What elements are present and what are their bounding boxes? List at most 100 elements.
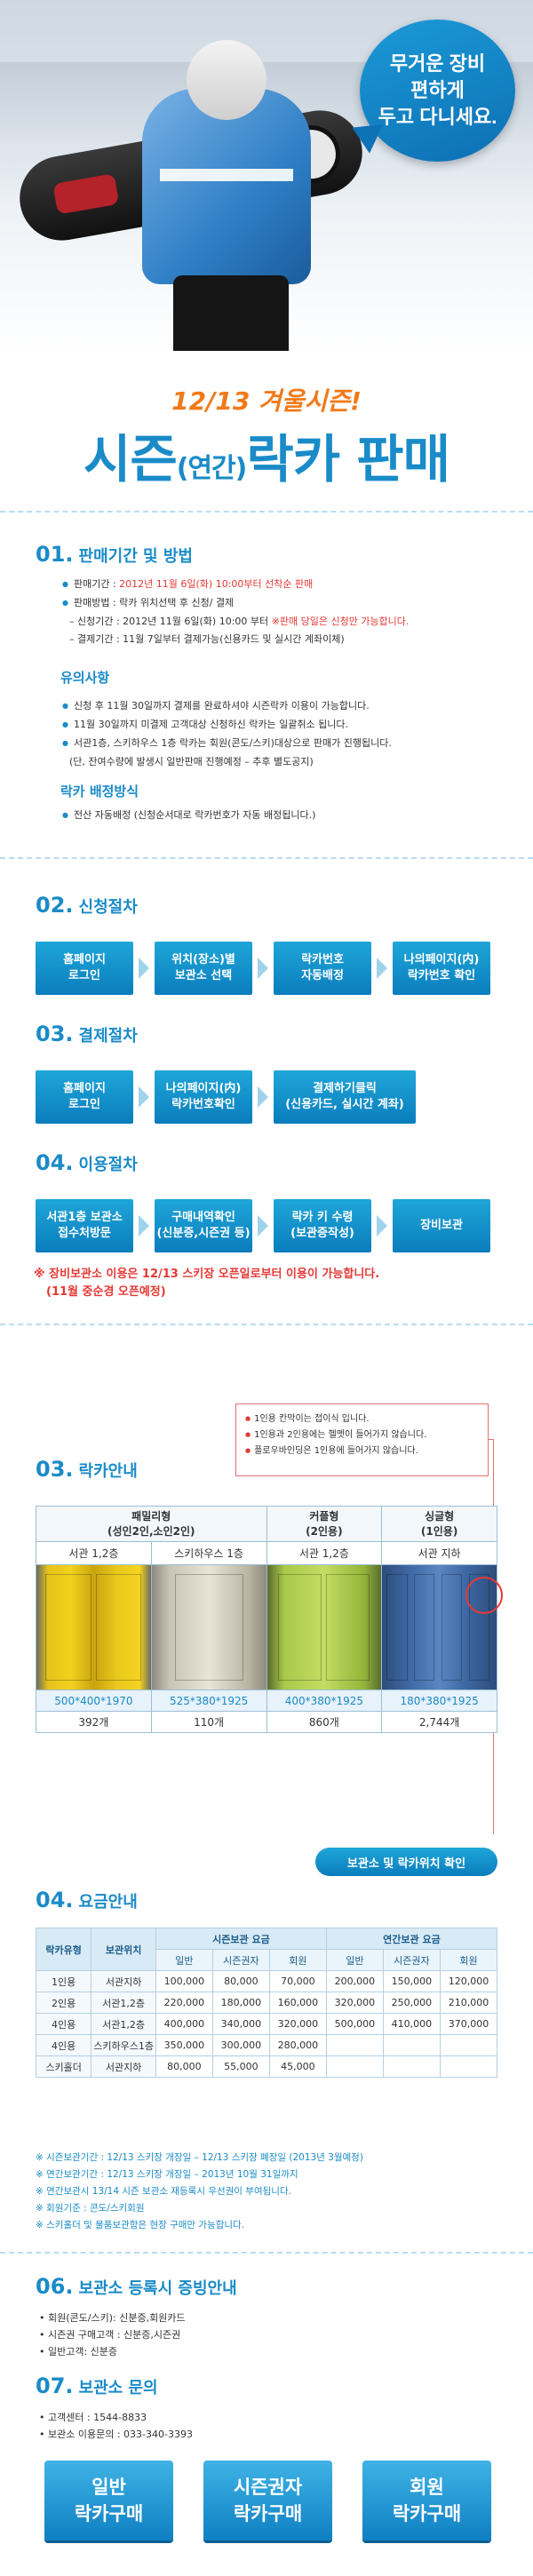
step-check-number: 나의페이지(内)락카번호 확인 — [393, 942, 490, 995]
section-title: 신청절차 — [78, 898, 138, 917]
locker-location-button[interactable]: 보관소 및 락카위치 확인 — [315, 1848, 497, 1876]
section-title: 보관소 문의 — [78, 2379, 158, 2397]
assign-heading: 락카 배정방식 — [60, 783, 139, 799]
divider — [0, 2252, 533, 2254]
notice-list: 신청 후 11월 30일까지 결제를 완료하셔야 시즌락카 이용이 가능합니다.… — [62, 697, 392, 771]
assign-list: 전산 자동배정 (신청순서대로 락카번호가 자동 배정됩니다.) — [62, 807, 315, 825]
dimension-cell: 400*380*1925 — [266, 1690, 383, 1712]
warning-note: ※ 장비보관소 이용은 12/13 스키장 오픈일로부터 이용이 가능합니다. … — [34, 1268, 380, 1299]
locker-photo-couple — [266, 1564, 383, 1690]
snowboarder-illustration — [124, 18, 329, 351]
section-sales-period: 01.판매기간 및 방법 — [36, 542, 193, 567]
section-inquiry: 07.보관소 문의 — [36, 2373, 158, 2398]
location-cell: 스키하우스 1층 — [150, 1541, 267, 1565]
header-single: 싱글형(1인용) — [381, 1506, 497, 1542]
section-title: 판매기간 및 방법 — [78, 547, 193, 566]
step-pay: 결제하기클릭(신용카드, 실시간 계좌) — [274, 1070, 416, 1124]
step-store-gear: 장비보관 — [393, 1199, 490, 1252]
header-cell: 일반 — [325, 1949, 384, 1971]
divider — [0, 857, 533, 859]
count-cell: 392개 — [36, 1711, 152, 1733]
title-part-small: (연간) — [176, 453, 248, 484]
section-title: 보관소 등록시 증빙안내 — [78, 2279, 237, 2298]
arrow-right-icon — [377, 958, 387, 979]
section-usage-process: 04.이용절차 — [36, 1150, 138, 1175]
section-apply-process: 02.신청절차 — [36, 893, 138, 918]
fee-notes: 시즌보관기간 : 12/13 스키장 개장일 – 12/13 스키장 폐장일 (… — [36, 2150, 363, 2234]
section-payment-process: 03.결제절차 — [36, 1022, 138, 1046]
speech-bubble: 무거운 장비 편하게 두고 다니세요. — [345, 20, 515, 162]
list-item: (단, 잔여수량에 발생시 일반판매 진행예정 – 추후 별도공지) — [69, 756, 314, 767]
list-item: 스키홀더 및 물품보관함은 현장 구매만 가능합니다. — [36, 2217, 363, 2234]
list-item: 1인용과 2인용에는 헬멧이 들어가지 않습니다. — [245, 1427, 479, 1443]
section-fees: 04.요금안내 — [36, 1888, 138, 1912]
bubble-line-1: 무거운 장비 — [389, 52, 486, 75]
list-item: 11월 30일까지 미결제 고객대상 신청하신 락카는 일괄취소 됩니다. — [62, 716, 392, 735]
list-item: 전산 자동배정 (신청순서대로 락카번호가 자동 배정됩니다.) — [62, 807, 315, 825]
location-cell: 서관 1,2층 — [36, 1541, 152, 1565]
step-receive-key: 락카 키 수령(보관증작성) — [274, 1199, 371, 1252]
list-item: 시즌권 구매고객 : 신분증,시즌권 — [39, 2326, 186, 2343]
list-item: 신청 후 11월 30일까지 결제를 완료하셔야 시즌락카 이용이 가능합니다. — [62, 697, 392, 716]
list-item: 판매방법 : 락카 위치선택 후 신청/ 결제 — [62, 594, 409, 613]
title-part-b: 락카 판매 — [246, 429, 450, 489]
count-cell: 2,744개 — [381, 1711, 497, 1733]
location-cell: 서관 지하 — [381, 1541, 497, 1565]
list-item: 판매기간 : 2012년 11월 6일(화) 10:00부터 선착순 판매 — [62, 576, 409, 594]
list-item: 일반고객: 신분증 — [39, 2343, 186, 2360]
fee-table: 락카유형 보관위치 시즌보관 요금 연간보관 요금 일반 시즌권자 회원 일반 … — [35, 1928, 498, 2078]
step-check-number: 나의페이지(内)락카번호확인 — [155, 1070, 252, 1124]
hood — [187, 40, 266, 120]
list-item: 고객센터 : 1544-8833 — [39, 2409, 193, 2426]
list-item: 서관1층, 스키하우스 1층 락카는 회원(콘도/스키)대상으로 판매가 진행됩… — [62, 735, 392, 753]
locker-notes-box: 1인용 칸막이는 접이식 입니다. 1인용과 2인용에는 헬멧이 들어가지 않습… — [235, 1403, 489, 1476]
header-cell: 시즌권자 — [211, 1949, 270, 1971]
section-number: 03. — [36, 1022, 74, 1046]
header-cell: 락카유형 — [35, 1928, 92, 1971]
arrow-right-icon — [377, 1215, 387, 1236]
header-cell: 회원 — [439, 1949, 498, 1971]
header-cell: 시즌권자 — [382, 1949, 441, 1971]
list-item: 1인용 칸막이는 접이식 입니다. — [245, 1411, 479, 1427]
pants — [173, 275, 289, 351]
header-cell: 보관위치 — [91, 1928, 156, 1971]
jacket — [142, 89, 311, 284]
bubble-line-2: 편하게 — [410, 79, 465, 101]
list-item: 시즌보관기간 : 12/13 스키장 개장일 – 12/13 스키장 폐장일 (… — [36, 2150, 363, 2167]
arrow-right-icon — [258, 1215, 268, 1236]
section-title: 락카안내 — [78, 1462, 138, 1481]
header-cell: 시즌보관 요금 — [155, 1928, 327, 1950]
connector-line — [489, 1439, 494, 1440]
divider — [0, 511, 533, 513]
inquiry-list: 고객센터 : 1544-8833 보관소 이용문의 : 033-340-3393 — [39, 2409, 193, 2443]
section-title: 요금안내 — [78, 1893, 138, 1912]
list-item: – 결제기간 : 11월 7일부터 결제가능(신용카드 및 실시간 계좌이체) — [69, 633, 345, 645]
divider — [0, 1324, 533, 1325]
locker-photo-skihouse — [150, 1564, 267, 1690]
section-title: 이용절차 — [78, 1156, 138, 1174]
count-cell: 860개 — [266, 1711, 383, 1733]
page-title: 시즌(연간)락카 판매 — [0, 417, 533, 492]
dimension-cell: 180*380*1925 — [381, 1690, 497, 1712]
notice-heading: 유의사항 — [60, 670, 110, 686]
season-subtitle: 12/13 겨울시즌! — [171, 386, 362, 416]
arrow-right-icon — [139, 1086, 149, 1108]
documents-list: 회원(콘도/스키): 신분증,회원카드 시즌권 구매고객 : 신분증,시즌권 일… — [39, 2310, 186, 2360]
section-number: 02. — [36, 893, 74, 918]
header-cell: 회원 — [268, 1949, 327, 1971]
title-part-a: 시즌 — [84, 429, 178, 489]
header-family: 패밀리형(성인2인,소인2인) — [36, 1506, 267, 1542]
section-documents: 06.보관소 등록시 증빙안내 — [36, 2274, 237, 2299]
dimension-cell: 525*380*1925 — [150, 1690, 267, 1712]
